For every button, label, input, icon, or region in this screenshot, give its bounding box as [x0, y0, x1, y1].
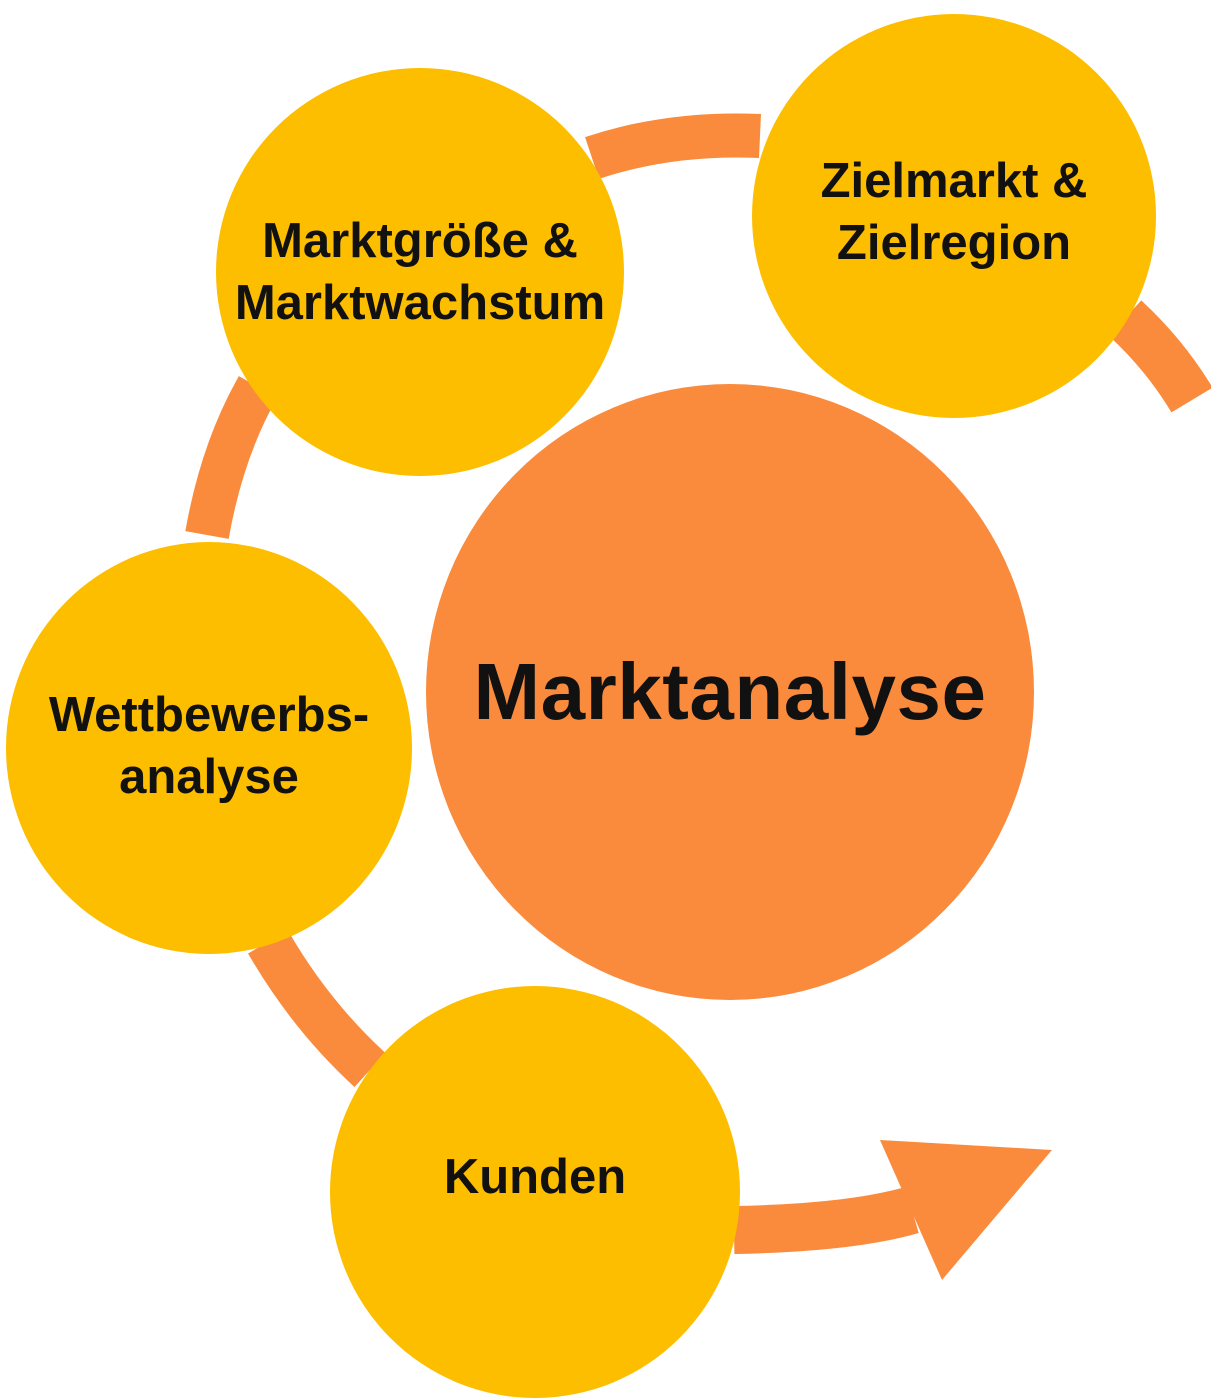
- arc-right: [1108, 300, 1211, 413]
- node-marktgroesse-line-2: Marktwachstum: [234, 276, 606, 330]
- node-wettbewerb-label: Wettbewerbs- analyse: [49, 684, 369, 808]
- node-zielmarkt-label: Zielmarkt & Zielregion: [821, 150, 1088, 274]
- node-wettbewerb: Wettbewerbs- analyse: [6, 542, 412, 954]
- node-wettbewerb-line-2: analyse: [119, 750, 299, 804]
- arrow-head: [880, 1140, 1052, 1280]
- node-marktgroesse: Marktgröße & Marktwachstum: [216, 68, 624, 476]
- node-kunden-line-1: Kunden: [443, 1149, 627, 1204]
- node-zielmarkt-line-1: Zielmarkt &: [820, 153, 1088, 208]
- center-node: Marktanalyse: [426, 384, 1034, 1000]
- node-wettbewerb-line-1: Wettbewerbs-: [48, 687, 370, 742]
- node-kunden-label: Kunden: [444, 1146, 626, 1208]
- arc-left-lower: [248, 930, 386, 1087]
- node-zielmarkt: Zielmarkt & Zielregion: [752, 14, 1156, 418]
- node-marktgroesse-line-1: Marktgröße &: [262, 213, 578, 268]
- arc-left-upper: [185, 376, 278, 539]
- node-zielmarkt-line-2: Zielregion: [836, 216, 1072, 270]
- arc-top: [585, 113, 761, 179]
- center-label: Marktanalyse: [473, 647, 987, 737]
- arrow-shaft: [733, 1186, 919, 1254]
- node-marktgroesse-label: Marktgröße & Marktwachstum: [235, 210, 605, 334]
- node-kunden: Kunden: [330, 986, 740, 1398]
